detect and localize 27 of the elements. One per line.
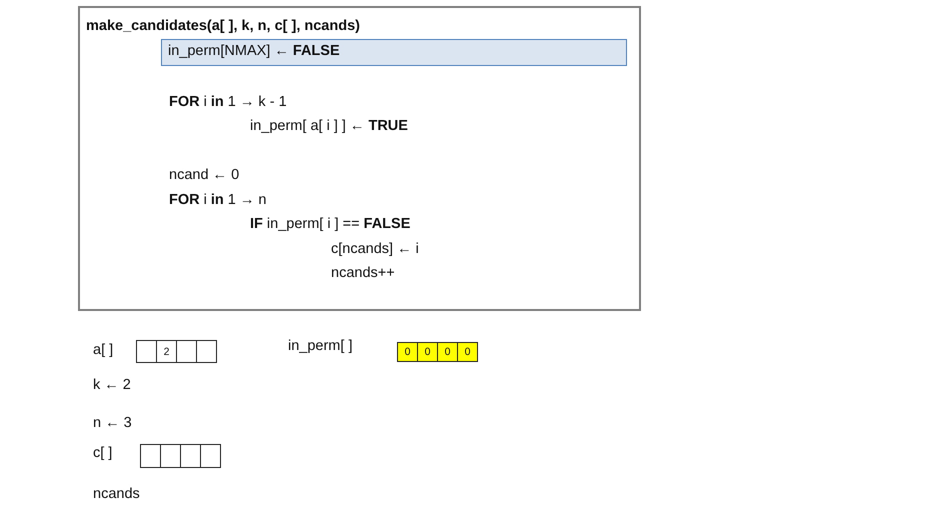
variable-label: k ← 2 xyxy=(93,377,131,393)
code-line: IF in_perm[ i ] == FALSE xyxy=(250,216,410,232)
empty-array-cell xyxy=(180,444,201,468)
code-line: ncands++ xyxy=(331,265,395,281)
variable-label: ncands xyxy=(93,486,140,502)
code-line: FOR i in 1 → n xyxy=(169,192,266,208)
function-signature: make_candidates(a[ ], k, n, c[ ], ncands) xyxy=(86,18,360,34)
code-line: ncand ← 0 xyxy=(169,167,240,183)
code-line: in_perm[ a[ i ] ] ← TRUE xyxy=(250,118,408,134)
array-cell: 0 xyxy=(437,342,458,362)
variable-label: n ← 3 xyxy=(93,415,132,431)
variable-label: a[ ] xyxy=(93,342,114,358)
array-cell: 0 xyxy=(457,342,478,362)
variable-label: c[ ] xyxy=(93,445,112,461)
empty-array-cell xyxy=(176,340,197,363)
code-line: c[ncands] ← i xyxy=(331,241,419,257)
empty-array-cell xyxy=(160,444,181,468)
array-cell: 0 xyxy=(397,342,418,362)
array-cell: 0 xyxy=(417,342,438,362)
array-cell: 2 xyxy=(156,340,177,363)
empty-array-cell xyxy=(196,340,217,363)
empty-array-cell xyxy=(136,340,157,363)
code-panel xyxy=(78,6,641,311)
variable-label: in_perm[ ] xyxy=(288,338,352,354)
empty-array-cell xyxy=(200,444,221,468)
code-line: FOR i in 1 → k - 1 xyxy=(169,94,287,110)
empty-array-cell xyxy=(140,444,161,468)
